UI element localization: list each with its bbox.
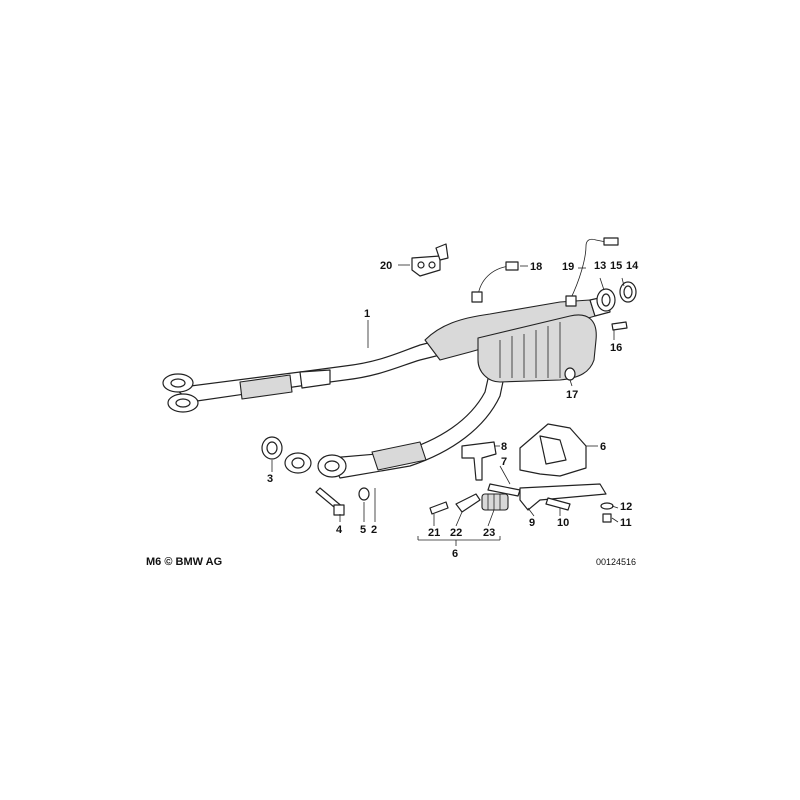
bracket-9: [519, 483, 607, 511]
callout-8: 8: [501, 441, 508, 453]
callout-22: 22: [450, 527, 463, 539]
gaskets-13-15: [596, 281, 637, 312]
callout-15: 15: [610, 260, 623, 272]
callout-6-bracket: 6: [600, 441, 607, 453]
mounting-bracket-6: [519, 423, 587, 477]
rubber-mount-23: [481, 493, 509, 511]
oxygen-sensor-19: [565, 237, 619, 307]
callout-13: 13: [594, 260, 607, 272]
nut-17: [564, 367, 576, 381]
callout-1: 1: [364, 308, 371, 320]
callout-12: 12: [620, 501, 633, 513]
bracket-8: [461, 441, 497, 481]
callout-6-set: 6: [452, 548, 459, 560]
copyright-label: M6 © BMW AG: [146, 556, 223, 568]
nut-5: [358, 487, 370, 501]
bolt-16: [611, 321, 628, 331]
callout-16: 16: [610, 342, 623, 354]
callout-23: 23: [483, 527, 496, 539]
callout-7: 7: [501, 456, 508, 468]
oxygen-sensor-18: [471, 261, 519, 303]
callout-18: 18: [530, 261, 543, 273]
bracket-20: [411, 243, 449, 277]
front-pipe-upper: [162, 339, 441, 413]
callout-5: 5: [360, 524, 367, 536]
callout-4: 4: [336, 524, 343, 536]
bracket-22: [455, 493, 481, 513]
callout-19: 19: [562, 261, 575, 273]
callout-10: 10: [557, 517, 570, 529]
front-pipe-lower: [284, 369, 506, 479]
callout-14: 14: [626, 260, 639, 272]
callout-17: 17: [566, 389, 579, 401]
callout-11: 11: [620, 517, 632, 529]
bolt-21: [429, 501, 449, 515]
callout-21: 21: [428, 527, 441, 539]
callout-9: 9: [529, 517, 536, 529]
bolt-4: [315, 487, 345, 516]
bolt-11-washer-12: [600, 502, 614, 523]
callout-2: 2: [371, 524, 378, 536]
gasket-3: [261, 436, 283, 460]
callout-3: 3: [267, 473, 274, 485]
rod-7: [487, 483, 521, 497]
bolt-10: [545, 497, 571, 511]
diagram-number: 00124516: [596, 557, 637, 567]
catalytic-converter: [424, 295, 611, 383]
leader-lines: [271, 264, 625, 546]
callout-20: 20: [380, 260, 393, 272]
